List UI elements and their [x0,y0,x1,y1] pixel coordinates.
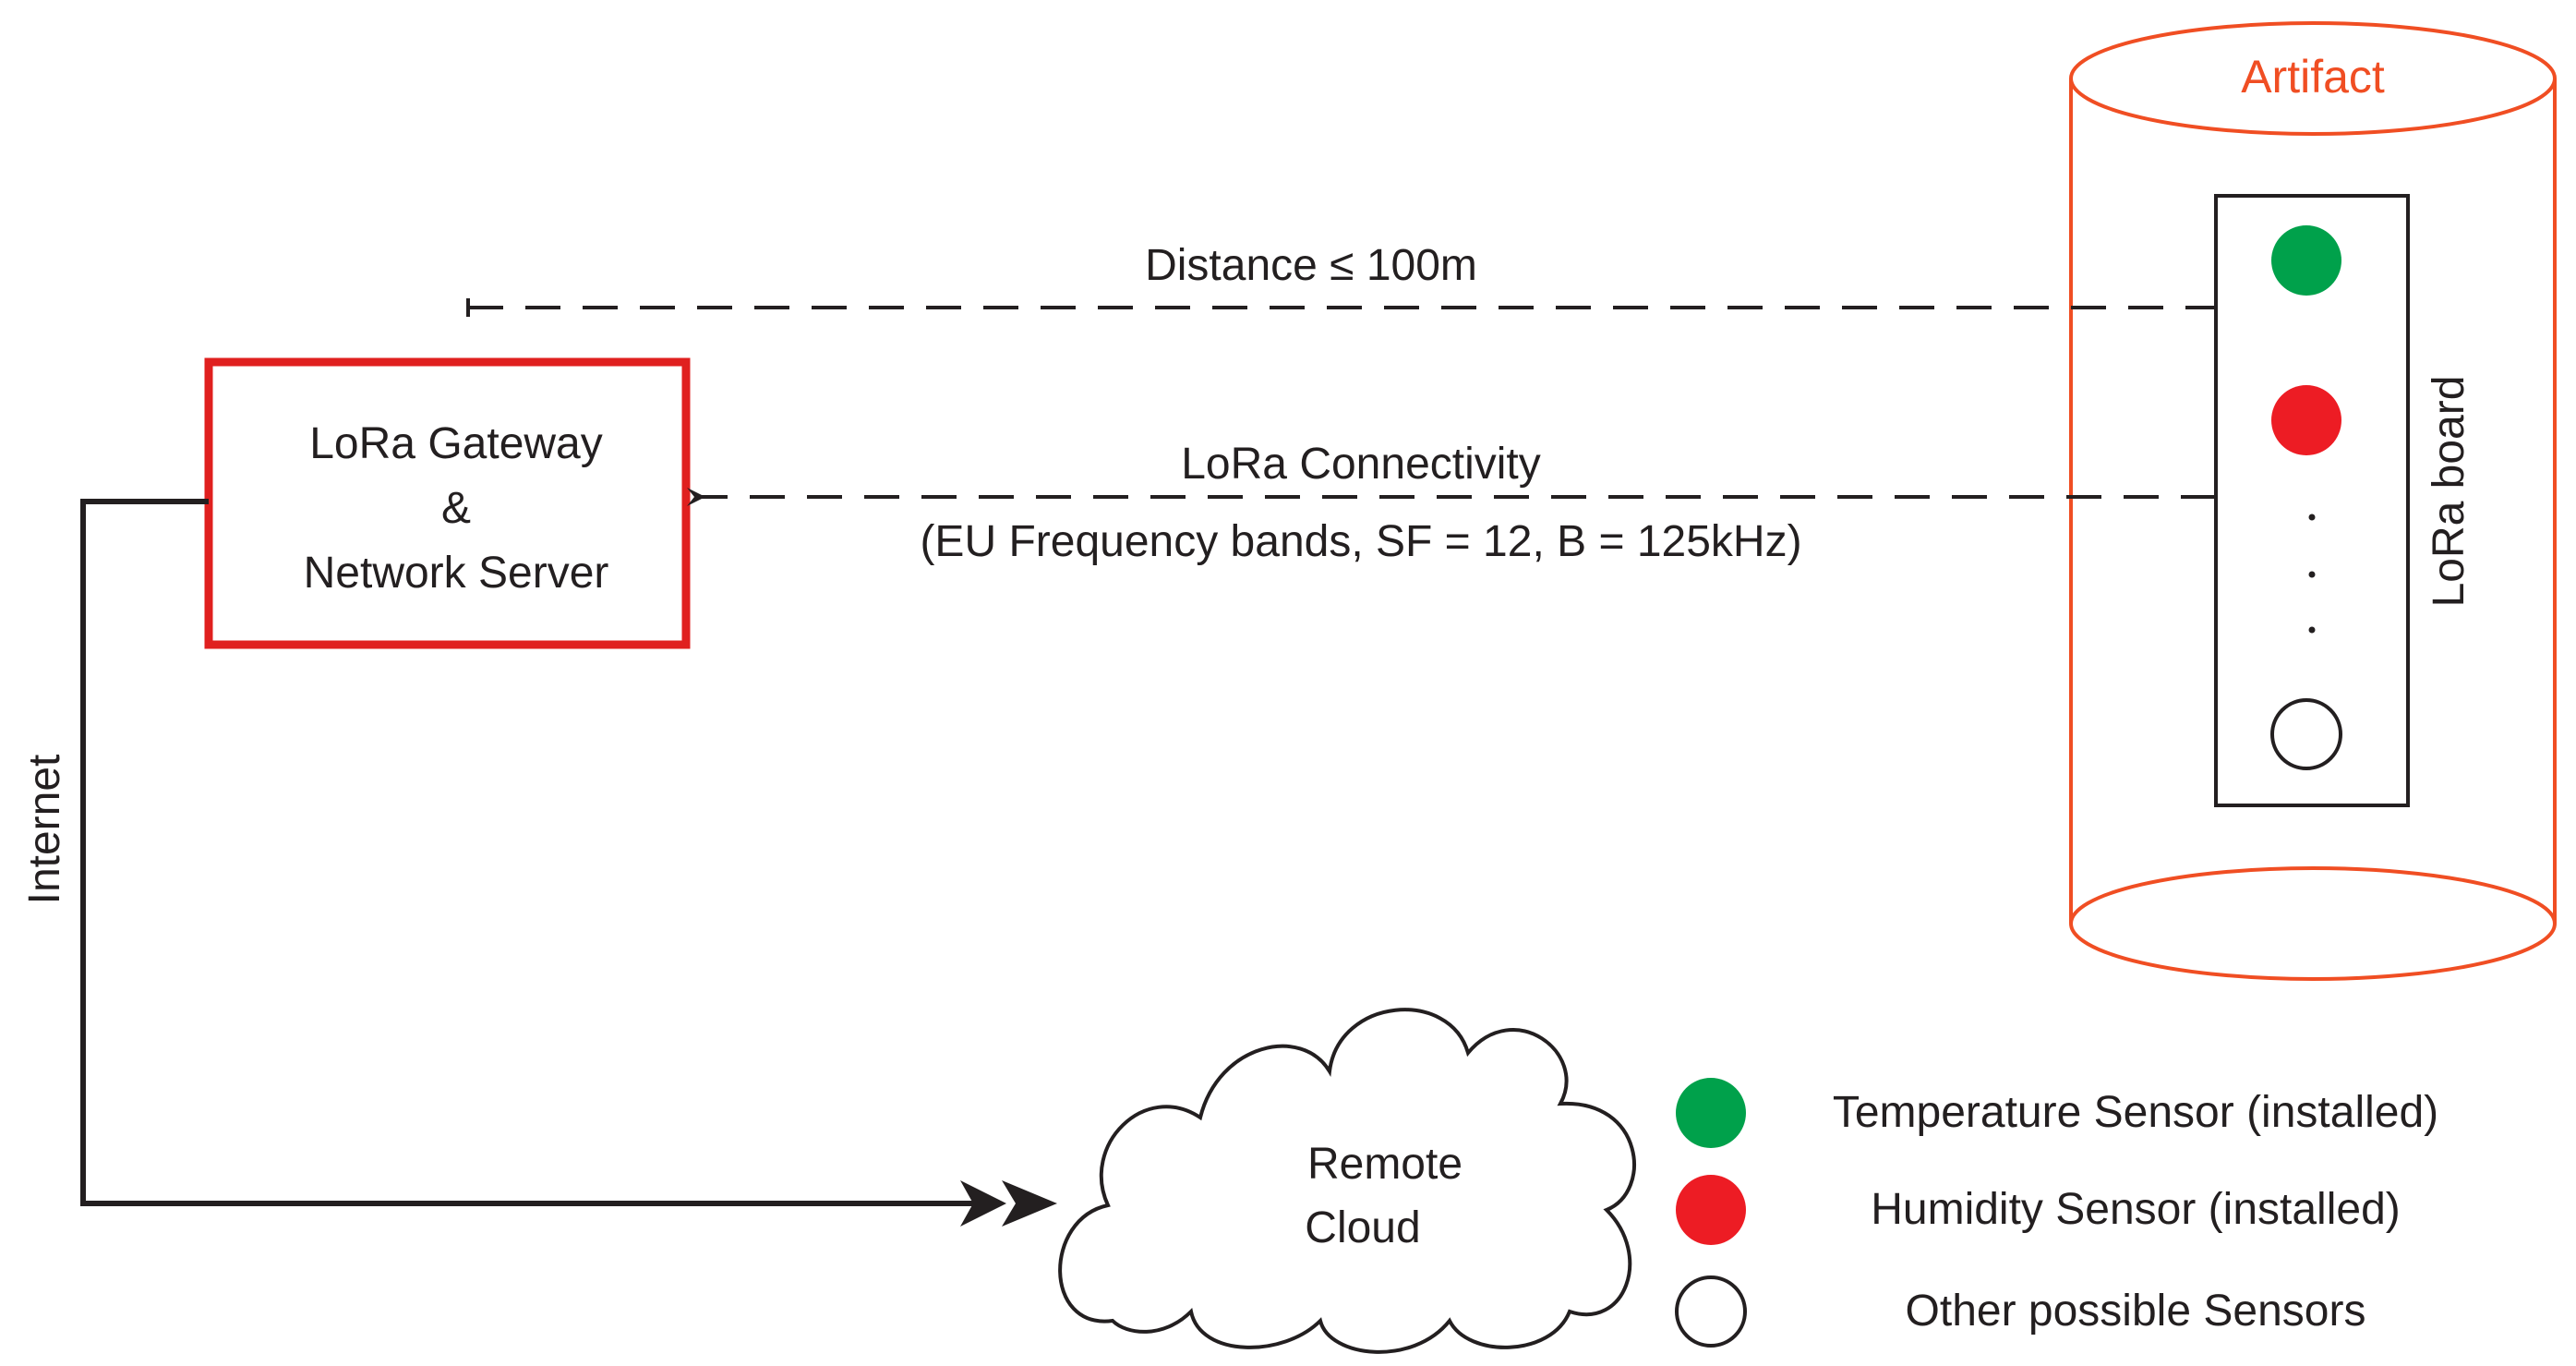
lora-board-label: LoRa board [2425,376,2474,608]
legend-humidity-swatch [1676,1175,1746,1245]
legend-temperature-label: Temperature Sensor (installed) [1833,1088,2438,1137]
legend-other-label: Other possible Sensors [1906,1287,2366,1336]
artifact-cylinder: Artifact [2069,21,2557,981]
cloud-shape [1058,1008,1636,1354]
gateway-label-line2: & [441,484,471,533]
legend-humidity-label: Humidity Sensor (installed) [1871,1185,2401,1234]
humidity-sensor-dot [2271,385,2341,455]
artifact-cylinder-bottom-back [2069,866,2557,925]
cloud-label-line2: Cloud [1305,1203,1420,1252]
internet-arrowhead-1 [960,1180,1006,1227]
gateway-box: LoRa Gateway & Network Server [204,357,691,649]
connectivity-params: (EU Frequency bands, SF = 12, B = 125kHz… [920,517,1801,566]
internet-label: Internet [20,755,69,905]
artifact-label: Artifact [2241,51,2385,103]
temperature-sensor-dot [2271,225,2341,296]
other-sensor-dot [2270,698,2342,770]
distance-line: Distance ≤ 100m [466,241,2216,317]
cloud-label-line1: Remote [1307,1140,1463,1189]
gateway-label-line1: LoRa Gateway [309,419,603,468]
internet-arrowhead-2 [1002,1180,1057,1227]
remote-cloud: Remote Cloud [1058,1008,1636,1354]
ellipsis-dot-2 [2308,571,2316,578]
lora-connectivity-arrow: LoRa Connectivity (EU Frequency bands, S… [687,440,2216,566]
distance-label: Distance ≤ 100m [1145,241,1477,290]
legend: Temperature Sensor (installed) Humidity … [1675,1078,2438,1348]
legend-temperature-swatch [1676,1078,1746,1148]
legend-other-swatch [1675,1275,1747,1348]
connectivity-title: LoRa Connectivity [1181,440,1541,489]
lora-board: LoRa board [2214,194,2474,807]
internet-link: Internet [20,499,1057,1227]
ellipsis-dot-3 [2308,626,2316,634]
gateway-label-line3: Network Server [304,549,609,598]
artifact-cylinder-top [2069,21,2557,136]
ellipsis-dot-1 [2308,514,2316,521]
